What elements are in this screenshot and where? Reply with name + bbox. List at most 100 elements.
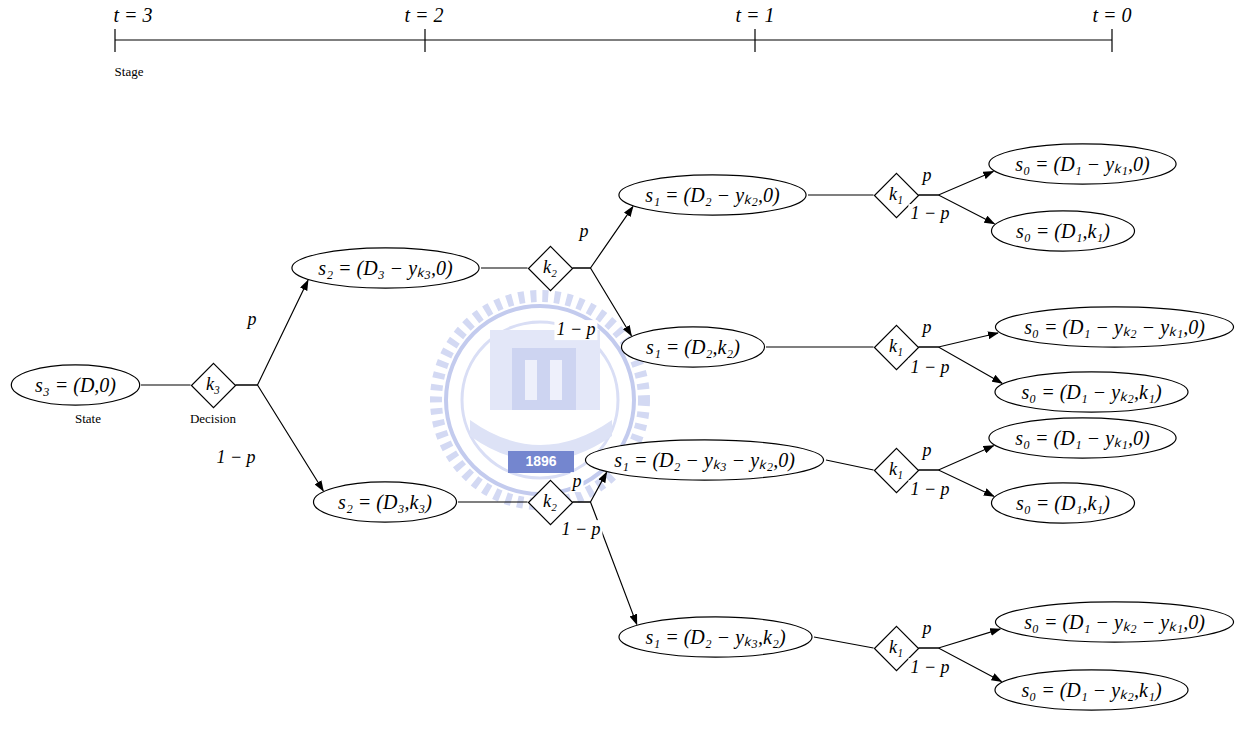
ellipse-border	[995, 307, 1233, 347]
probability-label: p	[921, 619, 934, 639]
timeline-tick	[424, 29, 425, 52]
state-text: s₁ = (D₂ − yₖ₃ − yₖ₂,0)	[614, 449, 795, 471]
state-ellipse: s₂ = (D₃,k₃)	[312, 481, 458, 523]
state-ellipse: s₀ = (D₁ − yₖ₂,k₁)	[993, 371, 1190, 413]
ellipse-border	[619, 175, 806, 215]
decision-diamond: k₂	[528, 480, 573, 525]
connector-line	[808, 194, 874, 195]
ellipse-border	[11, 365, 139, 405]
state-text: s₂ = (D₃,k₃)	[338, 491, 432, 513]
state-text: s₀ = (D₁ − yₖ₂,k₁)	[1021, 381, 1161, 403]
branch-arrow	[236, 385, 324, 491]
seal-band	[508, 451, 574, 473]
state-ellipse: s₁ = (D₂ − yₖ₃ − yₖ₂,0)	[583, 439, 826, 481]
decision-diamond: k₂	[528, 246, 573, 291]
state-text: s₀ = (D₁ − yₖ₂ − yₖ₁,0)	[1024, 316, 1205, 338]
diamond-border	[191, 363, 235, 407]
axis-caption: Stage	[115, 65, 144, 79]
diamond-border	[528, 480, 572, 524]
timeline-tick	[114, 29, 115, 52]
probability-label: p	[921, 166, 934, 186]
connector-line	[141, 384, 191, 385]
decision-text: k₃	[206, 375, 220, 395]
stage-time-label: t = 2	[404, 4, 443, 26]
decision-text: k₁	[889, 337, 903, 357]
state-ellipse: s₀ = (D₁ − yₖ₂,k₁)	[993, 669, 1190, 711]
state-ellipse: s₀ = (D₁ − yₖ₂ − yₖ₁,0)	[993, 601, 1236, 643]
seal-window	[525, 360, 537, 400]
decision-text: k₁	[889, 638, 903, 658]
ellipse-border	[995, 670, 1188, 710]
probability-label: p	[578, 222, 591, 242]
state-text: s₀ = (D₁ − yₖ₂,k₁)	[1021, 679, 1161, 701]
decision-text: k₁	[889, 185, 903, 205]
ellipse-border	[989, 418, 1176, 458]
state-ellipse: s₀ = (D₁ − yₖ₂ − yₖ₁,0)	[993, 306, 1236, 348]
state-text: s₂ = (D₃ − yₖ₃,0)	[318, 257, 452, 279]
decision-text: k₂	[543, 258, 557, 278]
probability-label: 1 − p	[554, 320, 597, 340]
stage-time-label: t = 1	[735, 4, 774, 26]
branch-arrow	[573, 207, 633, 268]
state-text: s₀ = (D₁,k₁)	[1016, 220, 1110, 242]
diamond-border	[528, 246, 572, 290]
probability-label: p	[921, 441, 934, 461]
probability-label: p	[246, 310, 259, 330]
state-text: s₀ = (D₁,k₁)	[1016, 492, 1110, 514]
ellipse-border	[585, 440, 823, 480]
probability-label: 1 − p	[908, 658, 951, 678]
state-ellipse: s₃ = (D,0)	[10, 364, 141, 406]
ellipse-border	[989, 144, 1176, 184]
probability-label: 1 − p	[908, 358, 951, 378]
state-ellipse: s₀ = (D₁ − yₖ₁,0)	[987, 143, 1178, 185]
timeline-tick	[1111, 29, 1112, 52]
ellipse-border	[619, 617, 812, 657]
watermark-year: 1896	[525, 454, 556, 469]
seal-window	[550, 360, 562, 400]
state-text: s₃ = (D,0)	[35, 374, 116, 396]
decision-caption: Decision	[190, 412, 236, 426]
seal-building	[512, 348, 576, 410]
timeline-tick	[754, 29, 755, 52]
connector-line	[481, 267, 528, 268]
state-text: s₁ = (D₂ − yₖ₂,0)	[645, 184, 779, 206]
probability-label: 1 − p	[559, 520, 602, 540]
decision-diamond: k₃	[191, 363, 236, 408]
timeline-axis	[115, 39, 1112, 40]
state-ellipse: s₁ = (D₂,k₂)	[620, 326, 766, 368]
stage-time-label: t = 3	[113, 4, 152, 26]
probability-label: p	[921, 318, 934, 338]
decision-text: k₂	[543, 492, 557, 512]
state-ellipse: s₀ = (D₁,k₁)	[990, 482, 1136, 524]
ellipse-border	[621, 327, 764, 367]
ellipse-border	[995, 602, 1233, 642]
connector-line	[826, 460, 874, 470]
probability-label: 1 − p	[908, 204, 951, 224]
ellipse-border	[991, 211, 1134, 251]
state-text: s₁ = (D₂ − yₖ₃,k₂)	[645, 626, 785, 648]
probability-label: 1 − p	[908, 480, 951, 500]
connector-line	[766, 346, 874, 347]
state-ellipse: s₁ = (D₂ − yₖ₂,0)	[617, 174, 808, 216]
connector-line	[814, 637, 874, 648]
seal-building	[490, 330, 600, 410]
branch-arrow	[236, 280, 309, 385]
state-caption: State	[75, 412, 101, 426]
state-ellipse: s₁ = (D₂ − yₖ₃,k₂)	[617, 616, 814, 658]
state-ellipse: s₀ = (D₁ − yₖ₁,0)	[987, 417, 1178, 459]
connector-line	[458, 501, 528, 502]
ellipse-border	[995, 372, 1188, 412]
state-text: s₀ = (D₁ − yₖ₂ − yₖ₁,0)	[1024, 611, 1205, 633]
ellipse-border	[313, 482, 456, 522]
state-text: s₁ = (D₂,k₂)	[646, 336, 740, 358]
state-text: s₀ = (D₁ − yₖ₁,0)	[1015, 153, 1149, 175]
ellipse-border	[292, 248, 479, 288]
decision-text: k₁	[889, 460, 903, 480]
ellipse-border	[991, 483, 1134, 523]
stage-time-label: t = 0	[1092, 4, 1131, 26]
probability-label: 1 − p	[214, 448, 257, 468]
state-ellipse: s₀ = (D₁,k₁)	[990, 210, 1136, 252]
probability-label: p	[571, 472, 584, 492]
state-ellipse: s₂ = (D₃ − yₖ₃,0)	[290, 247, 481, 289]
